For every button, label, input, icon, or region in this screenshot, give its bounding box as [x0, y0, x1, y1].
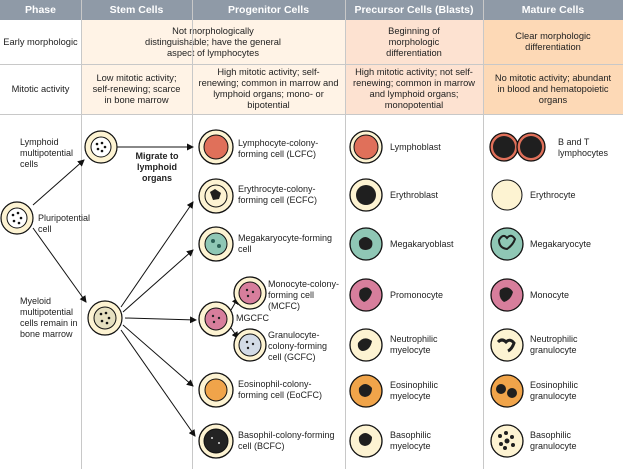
- megakaryocyte-forming-cell: [198, 226, 234, 262]
- divider: [0, 64, 623, 65]
- mitotic-stem: Low mitotic activity; self-renewing; sca…: [81, 64, 192, 114]
- divider: [345, 0, 346, 469]
- lcfc-label: Lymphocyte-colony-forming cell (LCFC): [238, 138, 319, 159]
- lymphocytes-label: B and T lymphocytes: [558, 137, 609, 158]
- mitotic-mature: No mitotic activity; abundant in blood a…: [483, 64, 623, 114]
- ecfc-cell: [198, 178, 234, 214]
- neutrophilic-myelocyte-cell: [349, 328, 383, 362]
- promonocyte-cell: [349, 278, 383, 312]
- eosinophilic-myelocyte-cell: [349, 374, 383, 408]
- basophilic-myelocyte-cell: [349, 424, 383, 458]
- eocfc-label: Eosinophil-colony-forming cell (EoCFC): [238, 379, 323, 400]
- pluripotential-label: Pluripotential cell: [38, 213, 91, 234]
- lymphoblast-cell: [349, 130, 383, 164]
- arrows: [32, 143, 197, 437]
- header-progenitor-cells: Progenitor Cells: [192, 0, 345, 20]
- morph-label: Early morphologic: [0, 20, 81, 64]
- mcfc-cell: [233, 276, 267, 310]
- eocfc-cell: [198, 372, 234, 408]
- basophilic-granulocyte-label: Basophilic granulocyte: [530, 430, 577, 451]
- gcfc-label: Granulocyte-colony-forming cell (GCFC): [268, 330, 328, 362]
- lymphoid-multipotential-cell: [84, 130, 118, 164]
- monocyte-label: Monocyte: [530, 290, 570, 300]
- megakaryocyte-cell: [490, 227, 524, 261]
- divider: [483, 0, 484, 469]
- basophilic-granulocyte-cell: [490, 424, 524, 458]
- myeloid-multipotential-cell: [87, 300, 123, 336]
- mgcfc-label: MGCFC: [236, 313, 269, 323]
- megakaryocyte-label: Megakaryocyte: [530, 239, 592, 249]
- megakaryocyte-forming-label: Megakaryocyte-forming cell: [238, 233, 333, 254]
- divider: [0, 114, 623, 115]
- myeloid-multipotential-label: Myeloid multipotential cells remain in b…: [20, 296, 78, 339]
- header-phase: Phase: [0, 0, 81, 20]
- mgcfc-cell: [198, 301, 234, 337]
- header-precursor-cells: Precursor Cells (Blasts): [345, 0, 483, 20]
- megakaryoblast-label: Megakaryoblast: [390, 239, 454, 249]
- mitotic-precursor: High mitotic activity; not self-renewing…: [345, 64, 483, 114]
- erythroblast-label: Erythroblast: [390, 190, 439, 200]
- eosinophilic-granulocyte-cell: [490, 374, 524, 408]
- lymphoid-multipotential-label: Lymphoid multipotential cells: [20, 137, 74, 169]
- morph-stem-progenitor: Not morphologically distinguishable; hav…: [81, 20, 345, 64]
- mcfc-label: Monocyte-colony-forming cell (MCFC): [268, 279, 340, 311]
- neutrophilic-granulocyte-cell: [490, 328, 524, 362]
- header-stem-cells: Stem Cells: [81, 0, 192, 20]
- megakaryoblast-cell: [349, 227, 383, 261]
- lymphoblast-label: Lymphoblast: [390, 142, 441, 152]
- eosinophilic-granulocyte-label: Eosinophilic granulocyte: [530, 380, 579, 401]
- lymphocyte-cells: [489, 132, 546, 162]
- erythrocyte-cell: [491, 179, 523, 211]
- gcfc-cell: [233, 328, 267, 362]
- neutrophilic-myelocyte-label: Neutrophilic myelocyte: [390, 334, 438, 355]
- morph-mature: Clear morphologic differentiation: [483, 20, 623, 64]
- header-mature-cells: Mature Cells: [483, 0, 623, 20]
- erythroblast-cell: [349, 178, 383, 212]
- neutrophilic-granulocyte-label: Neutrophilic granulocyte: [530, 334, 578, 355]
- bcfc-label: Basophil-colony-forming cell (BCFC): [238, 430, 335, 451]
- mitotic-progenitor: High mitotic activity; self-renewing; co…: [192, 64, 345, 114]
- lcfc-cell: [198, 129, 234, 165]
- ecfc-label: Erythrocyte-colony-forming cell (ECFC): [238, 184, 318, 205]
- morph-precursor: Beginning of morphologic differentiation: [345, 20, 483, 64]
- basophilic-myelocyte-label: Basophilic myelocyte: [390, 430, 432, 451]
- divider: [81, 0, 82, 469]
- mitotic-label: Mitotic activity: [0, 64, 81, 114]
- erythrocyte-label: Erythrocyte: [530, 190, 576, 200]
- migrate-label: Migrate to lymphoid organs: [135, 151, 179, 183]
- promonocyte-label: Promonocyte: [390, 290, 444, 300]
- bcfc-cell: [198, 423, 234, 459]
- pluripotential-cell: [0, 201, 34, 235]
- monocyte-cell: [490, 278, 524, 312]
- divider: [192, 0, 193, 469]
- eosinophilic-myelocyte-label: Eosinophilic myelocyte: [390, 380, 439, 401]
